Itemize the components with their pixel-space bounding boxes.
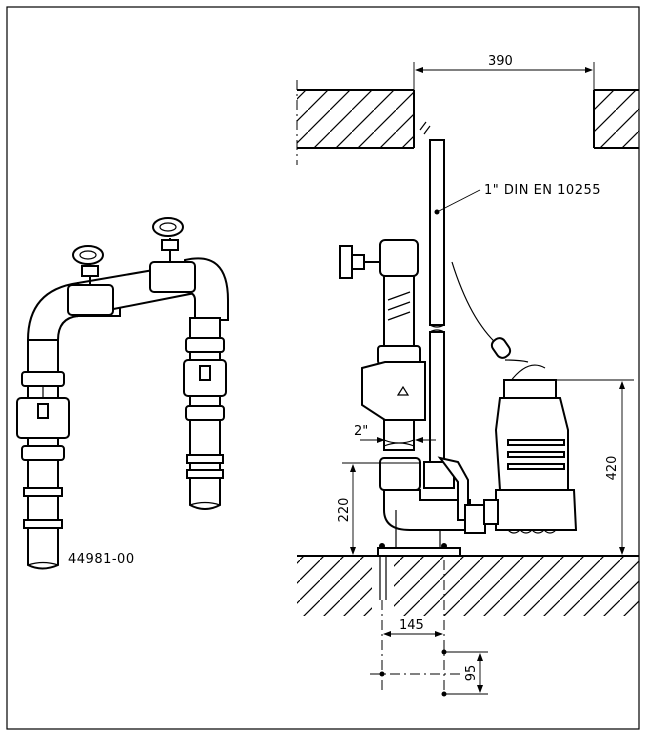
part-number-label: 44981-00 (68, 552, 135, 567)
dimension-390 (413, 62, 595, 90)
dimension-95-label: 95 (464, 665, 479, 682)
pipe-spec-label: 1" DIN EN 10255 (484, 183, 601, 198)
dimension-420 (545, 379, 634, 555)
submersible-pump (451, 261, 578, 534)
dimension-420-label: 420 (605, 456, 620, 481)
discharge-assembly (339, 239, 486, 557)
dimension-220-label: 220 (337, 498, 352, 523)
ceiling-slab (296, 80, 639, 165)
guide-pipe (419, 121, 481, 463)
dimension-390-label: 390 (488, 54, 513, 69)
dimension-220 (342, 462, 420, 555)
floor-slab (297, 555, 639, 616)
dimension-145-label: 145 (399, 618, 424, 633)
dimension-2-inch-label: 2" (354, 424, 368, 439)
drawing-border (6, 6, 640, 730)
isometric-pipe-assembly (16, 217, 229, 570)
anchor-hole-plan (370, 649, 488, 697)
